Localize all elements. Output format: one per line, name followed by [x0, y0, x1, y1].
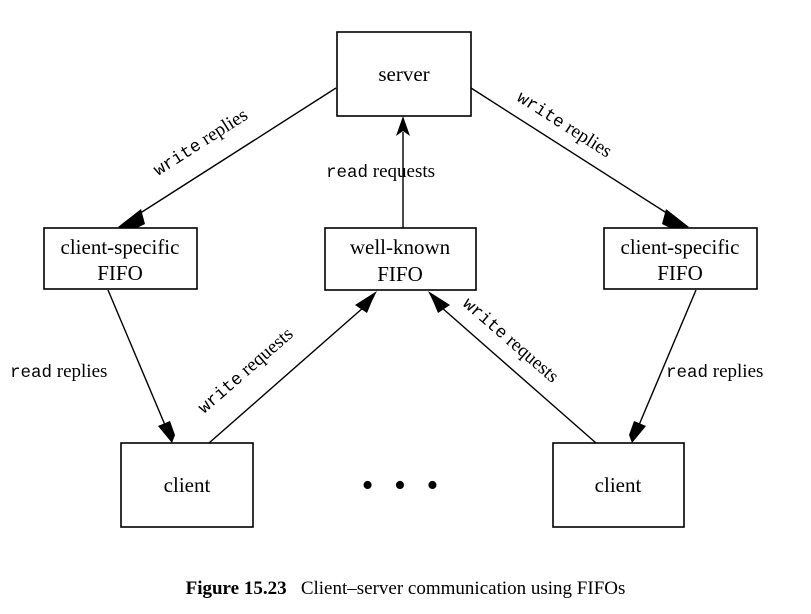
edge-left-fifo-to-left-client	[107, 289, 175, 443]
edge-label-mono: write	[150, 136, 205, 181]
arrowhead-icon	[118, 209, 145, 231]
edge-line	[440, 306, 597, 444]
edge-label-left-fifo-to-left-client: read replies	[10, 361, 107, 383]
left-fifo-label-line2: FIFO	[97, 261, 143, 285]
node-server[interactable]: server	[336, 31, 472, 117]
figure-caption-label: Figure 15.23	[185, 578, 287, 599]
server-label: server	[378, 62, 429, 86]
ellipsis-label: • • •	[362, 467, 445, 504]
edge-label-mono: read	[666, 363, 708, 383]
edge-server-to-right-fifo	[470, 87, 689, 231]
center-fifo-label-line2: FIFO	[377, 262, 423, 286]
node-center-fifo[interactable]: well-known FIFO	[324, 227, 477, 291]
arrowhead-icon	[629, 421, 646, 443]
edge-label-serif: replies	[198, 105, 252, 150]
edge-label-serif: requests	[237, 324, 298, 381]
edge-center-fifo-to-server	[396, 116, 410, 228]
edge-label-center-fifo-to-server: read requests	[326, 161, 435, 183]
figure-caption-text: Client–server communication using FIFOs	[300, 578, 626, 599]
arrowhead-icon	[396, 116, 410, 136]
left-fifo-box[interactable]	[43, 227, 198, 290]
edge-label-mono: write	[513, 88, 568, 133]
left-client-label: client	[164, 473, 211, 497]
node-right-client[interactable]: client	[552, 442, 685, 528]
edge-label-serif: requests	[502, 330, 563, 387]
figure-caption: Figure 15.23 Client–server communication…	[0, 578, 811, 600]
left-client-box[interactable]	[120, 442, 254, 528]
left-fifo-label-line1: client-specific	[61, 235, 180, 259]
edge-line	[470, 87, 677, 220]
svg-text:write requests: write requests	[458, 293, 563, 388]
right-fifo-label-line1: client-specific	[621, 235, 740, 259]
edge-label-right-client-to-center-fifo: write requests	[458, 293, 563, 388]
edge-label-serif: replies	[57, 361, 108, 382]
edge-label-server-to-left-fifo: write replies	[149, 105, 252, 182]
edge-label-right-fifo-to-right-client: read replies	[666, 361, 763, 383]
svg-text:read replies: read replies	[666, 361, 763, 383]
svg-text:read requests: read requests	[326, 161, 435, 183]
edge-left-client-to-center-fifo	[208, 291, 377, 444]
node-left-client[interactable]: client	[120, 442, 254, 528]
edge-line	[107, 289, 166, 426]
right-fifo-label-line2: FIFO	[657, 261, 703, 285]
edge-label-serif: replies	[713, 361, 764, 382]
right-fifo-box[interactable]	[603, 227, 758, 290]
center-fifo-label-line1: well-known	[350, 235, 451, 259]
center-fifo-box[interactable]	[324, 227, 477, 291]
edge-right-client-to-center-fifo	[428, 291, 597, 444]
edge-label-mono: read	[10, 363, 52, 383]
edge-server-to-left-fifo	[118, 87, 337, 231]
edge-line	[130, 87, 337, 220]
arrowhead-icon	[428, 291, 450, 313]
svg-text:write replies: write replies	[149, 105, 252, 182]
arrowhead-icon	[158, 421, 175, 443]
edge-right-fifo-to-right-client	[629, 289, 697, 443]
arrowhead-icon	[355, 291, 377, 313]
edge-line	[638, 289, 697, 426]
edge-label-left-client-to-center-fifo: write requests	[194, 324, 299, 419]
right-client-label: client	[595, 473, 642, 497]
edge-label-serif: replies	[562, 117, 616, 162]
right-client-box[interactable]	[552, 442, 685, 528]
node-right-fifo[interactable]: client-specific FIFO	[603, 227, 758, 290]
node-left-fifo[interactable]: client-specific FIFO	[43, 227, 198, 290]
server-box[interactable]	[336, 31, 472, 117]
arrowhead-icon	[662, 209, 689, 231]
edge-line	[208, 306, 365, 444]
edge-label-serif: requests	[373, 161, 435, 182]
edge-label-mono: read	[326, 163, 368, 183]
svg-text:read replies: read replies	[10, 361, 107, 383]
svg-text:write requests: write requests	[194, 324, 299, 419]
